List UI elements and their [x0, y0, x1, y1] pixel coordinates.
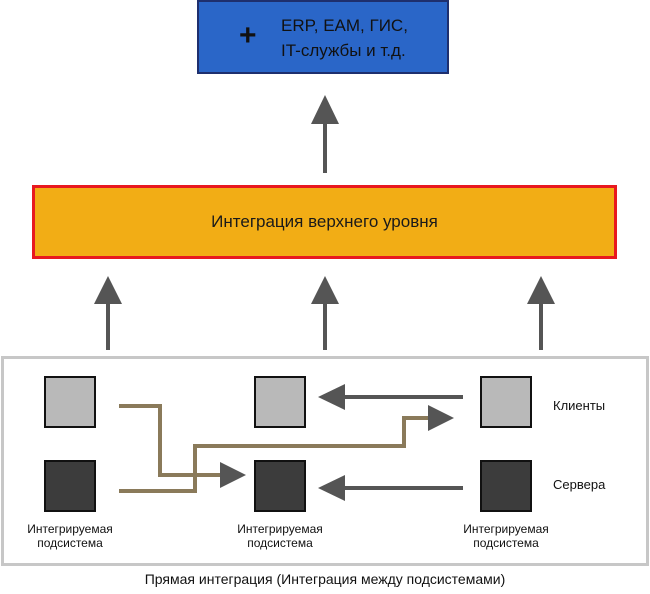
subsystem-label-2-line-2: подсистема — [247, 536, 313, 550]
subsystem-label-2-line-1: Интегрируемая — [237, 522, 323, 536]
subsystem-label-3-line-1: Интегрируемая — [463, 522, 549, 536]
upper-level-integration-box: Интеграция верхнего уровня — [32, 185, 617, 259]
subsystem-label-3: Интегрируемая подсистема — [426, 522, 586, 550]
external-systems-box: + ERP, EAM, ГИС, IT-службы и т.д. — [197, 0, 449, 74]
subsystem-label-1-line-1: Интегрируемая — [27, 522, 113, 536]
client-square-1 — [44, 376, 96, 428]
external-systems-line-1: ERP, EAM, ГИС, — [281, 16, 408, 35]
server-square-3 — [480, 460, 532, 512]
plus-icon: + — [239, 19, 257, 52]
diagram-caption: Прямая интеграция (Интеграция между подс… — [144, 571, 506, 587]
subsystem-label-3-line-2: подсистема — [473, 536, 539, 550]
server-square-1 — [44, 460, 96, 512]
external-systems-line-2: IT-службы и т.д. — [281, 41, 406, 60]
external-systems-label: ERP, EAM, ГИС, IT-службы и т.д. — [281, 13, 408, 63]
arrow-subsystem-2-up — [311, 276, 339, 350]
client-square-2 — [254, 376, 306, 428]
arrow-subsystem-3-up — [527, 276, 555, 350]
arrow-mid-to-top — [311, 95, 339, 173]
clients-label: Клиенты — [553, 398, 606, 413]
subsystem-label-1-line-2: подсистема — [37, 536, 103, 550]
subsystem-label-1: Интегрируемая подсистема — [0, 522, 150, 550]
client-square-3 — [480, 376, 532, 428]
arrow-subsystem-1-up — [94, 276, 122, 350]
subsystem-label-2: Интегрируемая подсистема — [200, 522, 360, 550]
servers-label: Сервера — [553, 477, 606, 492]
server-square-2 — [254, 460, 306, 512]
upper-level-integration-label: Интеграция верхнего уровня — [211, 212, 438, 231]
